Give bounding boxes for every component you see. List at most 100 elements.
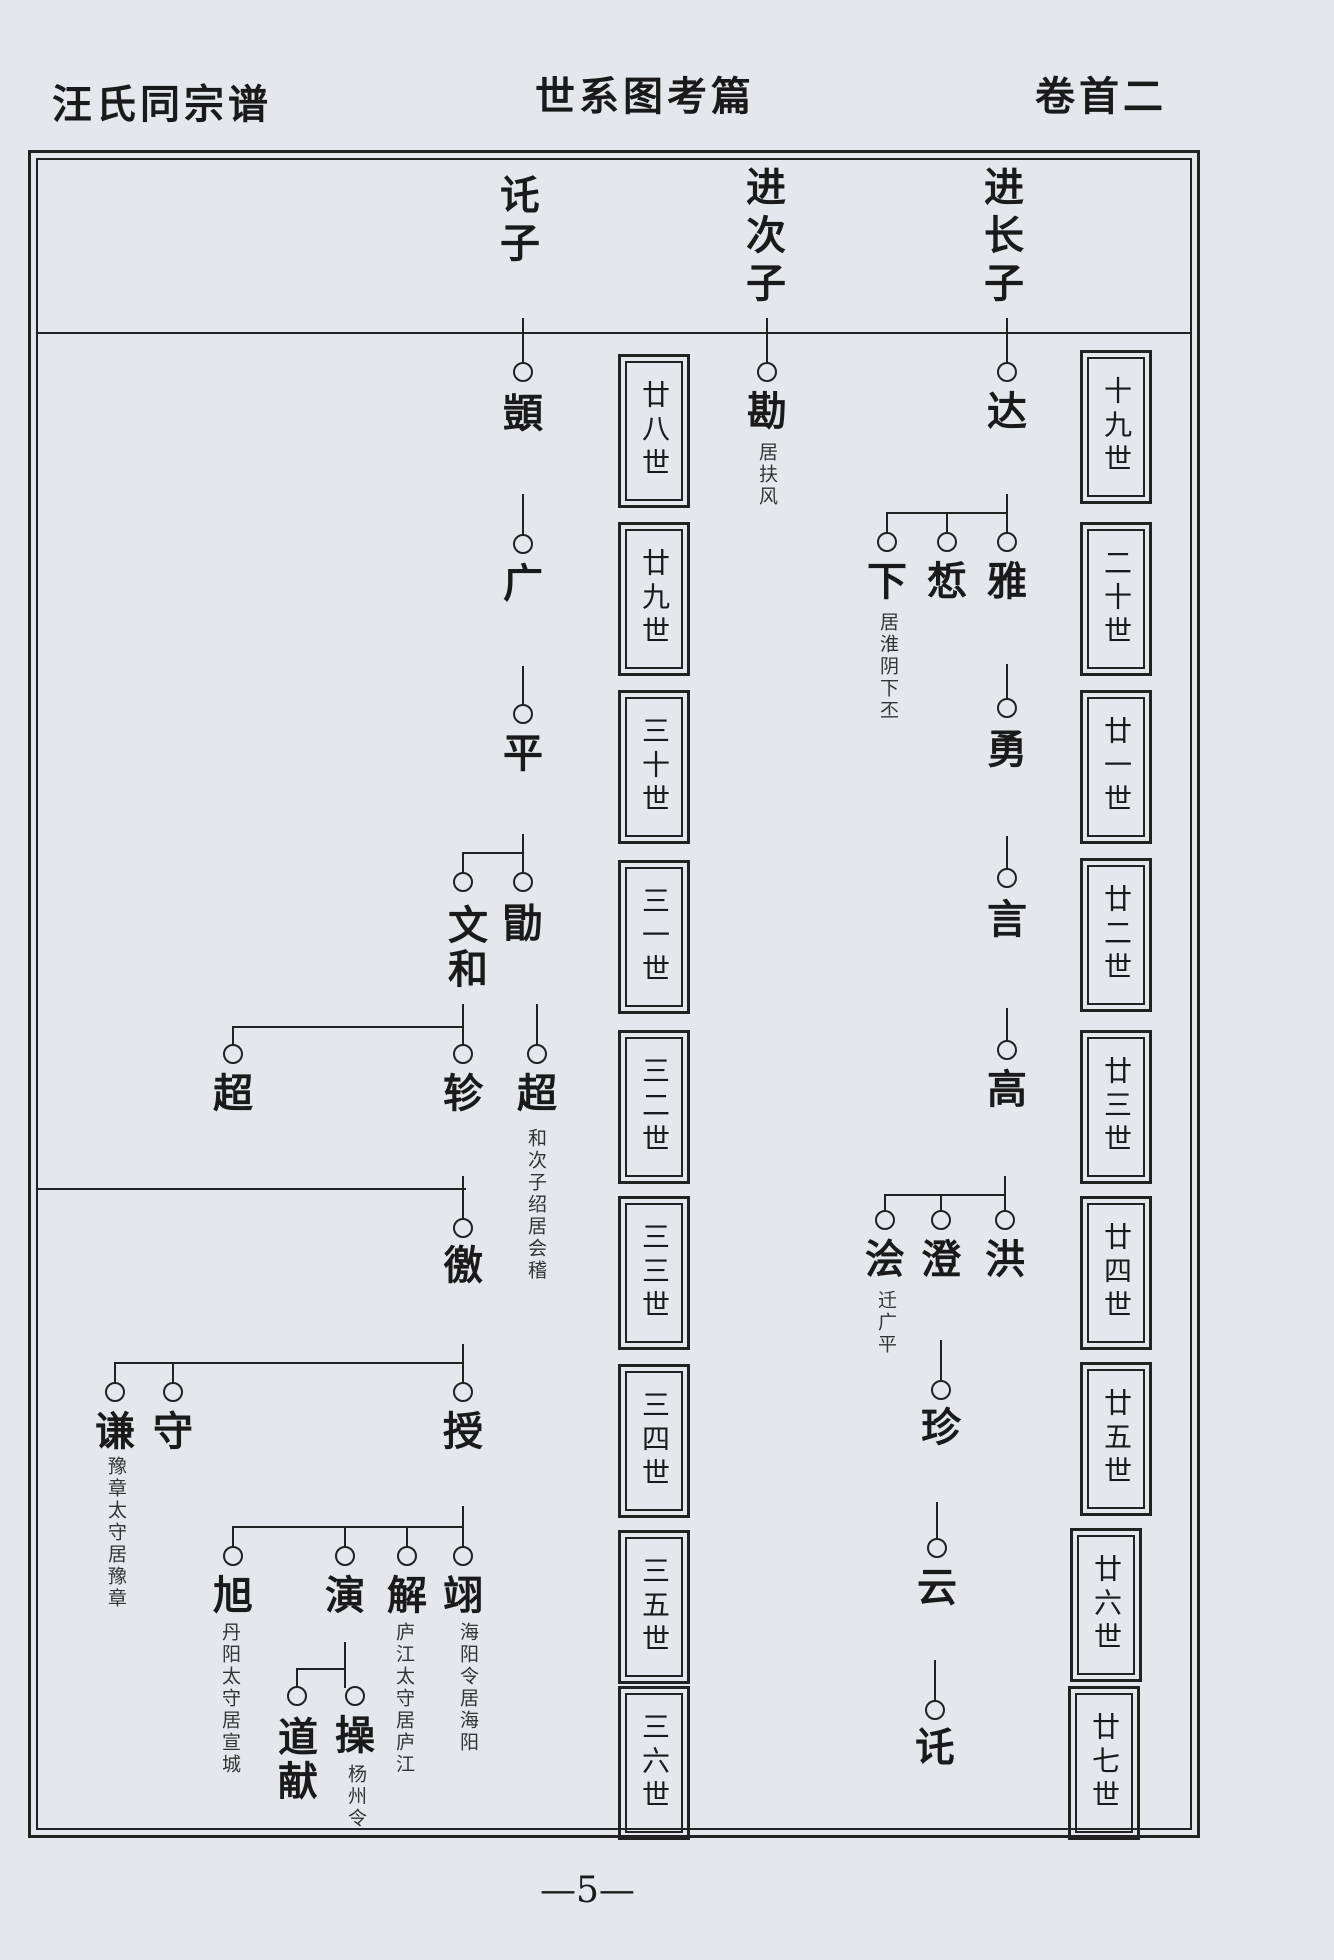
person-name: 勘 <box>747 388 787 435</box>
tree-line <box>1006 1008 1008 1042</box>
node-circle <box>995 1210 1015 1230</box>
node-circle <box>513 362 533 382</box>
tree-line <box>232 1526 234 1548</box>
page-frame-outer <box>28 150 1200 1838</box>
person-name: 惁 <box>927 558 967 605</box>
tree-line <box>462 852 464 874</box>
person-name: 轸 <box>443 1070 483 1117</box>
node-circle <box>453 1218 473 1238</box>
person-name: 文和 <box>441 904 488 992</box>
node-circle <box>997 868 1017 888</box>
node-circle <box>997 1040 1017 1060</box>
section-title: 世系图考篇 <box>535 73 755 120</box>
person-name: 解 <box>387 1572 427 1619</box>
node-circle <box>931 1210 951 1230</box>
person-name: 谦 <box>95 1408 135 1455</box>
tree-line <box>1006 494 1008 534</box>
generation-box: 廿四世 <box>1080 1196 1152 1350</box>
tree-line <box>344 1526 346 1548</box>
node-circle <box>513 534 533 554</box>
person-name: 云 <box>917 1564 957 1611</box>
node-circle <box>453 872 473 892</box>
tree-line <box>766 318 768 364</box>
person-note: 迁广平 <box>875 1290 897 1356</box>
node-circle <box>757 362 777 382</box>
person-name: 徼 <box>443 1242 483 1289</box>
node-circle <box>453 1382 473 1402</box>
generation-box: 十九世 <box>1080 350 1152 504</box>
column-header-second: 进次子 <box>739 166 786 310</box>
person-name: 授 <box>443 1408 483 1455</box>
person-name: 讬 <box>915 1724 955 1771</box>
person-name: 超 <box>213 1070 253 1117</box>
person-note: 丹阳太守居宣城 <box>219 1622 241 1776</box>
generation-box: 廿八世 <box>618 354 690 508</box>
generation-box: 廿五世 <box>1080 1362 1152 1516</box>
node-circle <box>453 1546 473 1566</box>
column-header-eldest: 进长子 <box>977 166 1024 310</box>
person-name: 顗 <box>503 390 543 437</box>
tree-line <box>536 1004 538 1046</box>
tree-line <box>934 1660 936 1702</box>
tree-line <box>940 1340 942 1382</box>
tree-line <box>522 494 524 536</box>
tree-line <box>940 1194 942 1212</box>
generation-box: 廿三世 <box>1080 1030 1152 1184</box>
generation-box: 廿七世 <box>1068 1686 1140 1840</box>
tree-line <box>462 1176 464 1220</box>
generation-box: 三五世 <box>618 1530 690 1684</box>
node-circle <box>287 1686 307 1706</box>
tree-line <box>522 834 524 874</box>
generation-box: 二十世 <box>1080 522 1152 676</box>
generation-box: 廿九世 <box>618 522 690 676</box>
node-circle <box>397 1546 417 1566</box>
tree-line <box>936 1502 938 1540</box>
person-name: 洪 <box>985 1236 1025 1283</box>
node-circle <box>163 1382 183 1402</box>
tree-line <box>1006 836 1008 870</box>
person-name: 平 <box>503 730 543 777</box>
node-circle <box>223 1044 243 1064</box>
column-header-tuo: 讬子 <box>493 174 540 270</box>
tree-line <box>1006 664 1008 700</box>
page-frame-inner <box>36 158 1192 1830</box>
node-circle <box>927 1538 947 1558</box>
volume-label: 卷首二 <box>1035 73 1167 120</box>
tree-line <box>462 1004 464 1046</box>
page-number: —5— <box>540 1870 635 1911</box>
node-circle <box>937 532 957 552</box>
tree-line <box>114 1362 116 1384</box>
node-circle <box>223 1546 243 1566</box>
person-name: 澄 <box>921 1236 961 1283</box>
person-name: 道献 <box>271 1716 318 1804</box>
person-name: 翊 <box>443 1572 483 1619</box>
generation-box: 三一世 <box>618 860 690 1014</box>
node-circle <box>875 1210 895 1230</box>
tree-line <box>296 1668 346 1670</box>
node-circle <box>877 532 897 552</box>
tree-line <box>522 318 524 364</box>
tree-line <box>114 1362 464 1364</box>
generation-box: 三四世 <box>618 1364 690 1518</box>
node-circle <box>335 1546 355 1566</box>
generation-box: 廿二世 <box>1080 858 1152 1012</box>
tree-line <box>462 1344 464 1384</box>
header-divider <box>36 332 1192 334</box>
person-name: 广 <box>503 560 543 607</box>
person-name: 超 <box>517 1070 557 1117</box>
person-name: 操 <box>335 1712 375 1759</box>
node-circle <box>513 872 533 892</box>
node-circle <box>105 1382 125 1402</box>
node-circle <box>997 362 1017 382</box>
tree-line <box>522 666 524 706</box>
person-name: 雅 <box>987 558 1027 605</box>
person-name: 高 <box>987 1066 1027 1113</box>
tree-line <box>1006 318 1008 364</box>
person-note: 居淮阴下丕 <box>877 612 899 722</box>
person-name: 守 <box>153 1408 193 1455</box>
person-name: 浍 <box>865 1236 905 1283</box>
person-note: 居扶风 <box>756 442 778 508</box>
tree-line <box>232 1526 464 1528</box>
person-name: 达 <box>987 388 1027 435</box>
person-name: 珍 <box>921 1404 961 1451</box>
